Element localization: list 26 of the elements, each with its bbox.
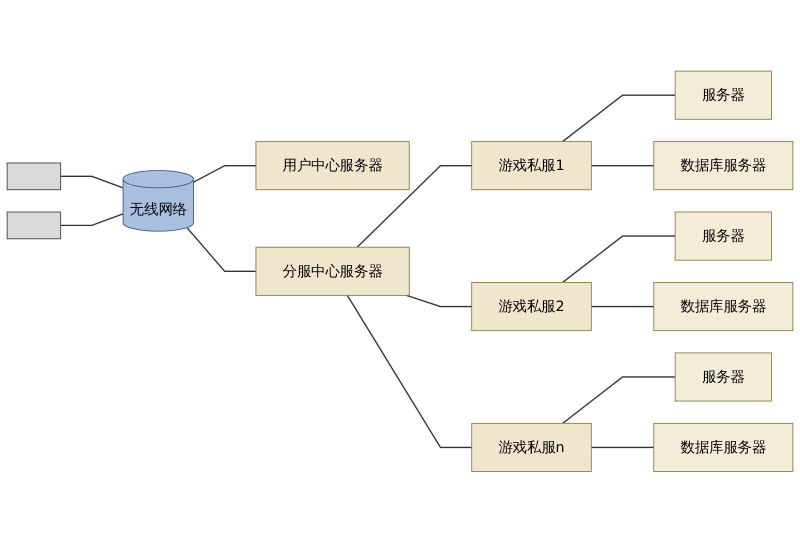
node-box: 数据库服务器 (653, 282, 794, 332)
connector (60, 176, 124, 189)
connector (562, 376, 676, 424)
node-box: 服务器 (674, 352, 772, 402)
connector (186, 227, 256, 272)
connector (591, 446, 654, 448)
node-box: 用户中心服务器 (255, 141, 410, 190)
connector (591, 165, 654, 166)
connector (562, 236, 676, 284)
node-box: 服务器 (674, 70, 772, 120)
connector (193, 165, 256, 183)
node-box (6, 162, 62, 190)
connector (591, 306, 654, 308)
node-box: 数据库服务器 (653, 423, 794, 472)
node-box: 服务器 (674, 212, 772, 261)
node-box: 分服中心服务器 (255, 246, 410, 296)
connector (356, 165, 472, 248)
connector (406, 294, 472, 308)
node-box: 游戏私服n (471, 423, 592, 472)
node-box: 游戏私服2 (471, 282, 592, 332)
connector (562, 94, 676, 142)
connector (346, 295, 472, 448)
connector (60, 213, 124, 226)
node-box (6, 212, 62, 240)
node-box: 数据库服务器 (653, 141, 794, 190)
node-box: 游戏私服1 (471, 141, 592, 190)
